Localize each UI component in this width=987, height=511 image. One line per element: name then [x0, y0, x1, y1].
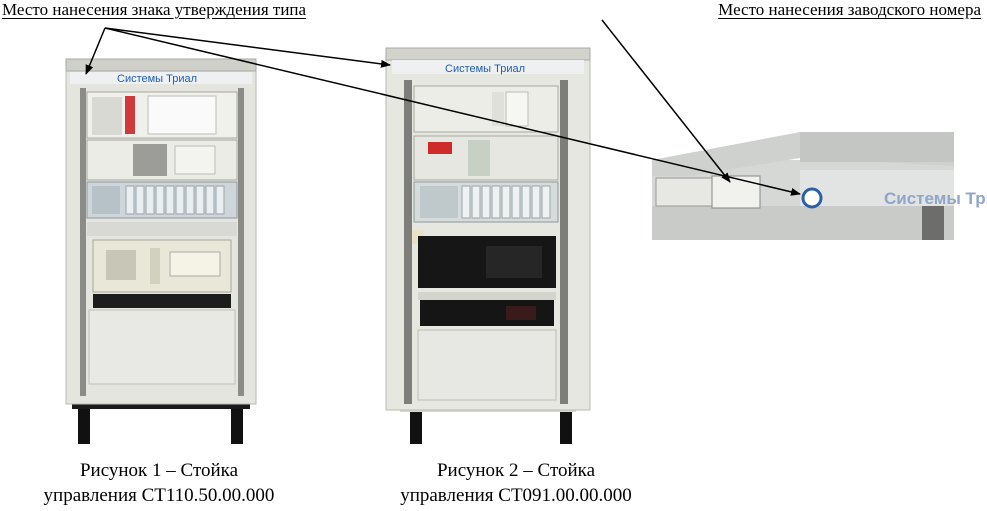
- figure2-caption-line2: управления СТ091.00.00.000: [400, 485, 632, 506]
- closeup-photo: Системы Триал: [652, 124, 987, 240]
- figure1-caption-line2: управления СТ110.50.00.000: [43, 485, 275, 506]
- figure1-caption-line1: Рисунок 1 – Стойка: [79, 460, 239, 481]
- photo-logo: Системы Триал: [884, 189, 987, 208]
- rack2-logo: Системы Триал: [445, 63, 525, 75]
- serial-number-place-label: Место нанесения заводского номера: [718, 0, 981, 19]
- pointer-lines: [85, 19, 801, 196]
- rack-1: Системы Триал: [65, 58, 257, 444]
- figure2-caption-line1: Рисунок 2 – Стойка: [436, 460, 596, 481]
- rack-2: Системы Триал: [385, 47, 591, 444]
- figure2-caption: Рисунок 2 – Стойка управления СТ091.00.0…: [360, 458, 672, 508]
- approval-mark-place-label: Место нанесения знака утверждения типа: [2, 0, 307, 19]
- rack1-logo: Системы Триал: [117, 73, 197, 85]
- figure1-caption: Рисунок 1 – Стойка управления СТ110.50.0…: [0, 458, 318, 508]
